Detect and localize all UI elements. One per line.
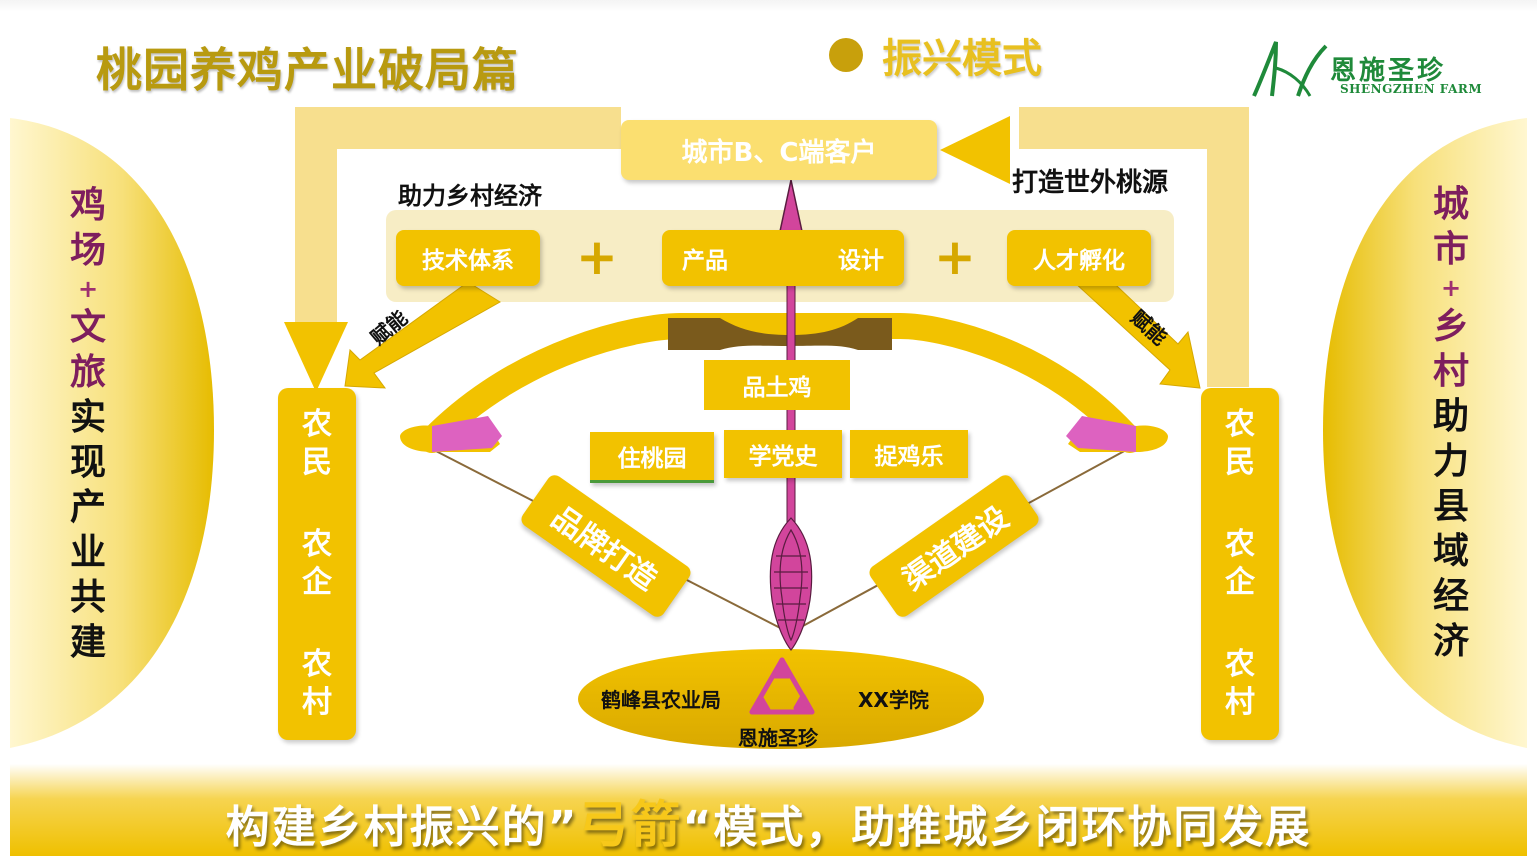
bottom-banner bbox=[10, 764, 1527, 856]
left-slogan-char: 建 bbox=[69, 622, 106, 663]
right-slogan-char: 村 bbox=[1432, 351, 1469, 392]
left-slogan-char: 业 bbox=[69, 532, 106, 573]
pillar-product: 产品 bbox=[682, 248, 728, 274]
page-title: 桃园养鸡产业破局篇 bbox=[96, 43, 519, 97]
column-char: 村 bbox=[302, 685, 332, 720]
column-char: 民 bbox=[1225, 445, 1255, 480]
left-slogan-char: 旅 bbox=[69, 352, 106, 393]
right-slogan-char: 市 bbox=[1432, 229, 1469, 270]
right-slogan-char: 乡 bbox=[1432, 306, 1469, 347]
mode-label: 振兴模式 bbox=[882, 36, 1042, 82]
top-customer-box: 城市B、C端客户 bbox=[621, 120, 937, 180]
right-slogan-char: 助 bbox=[1432, 396, 1469, 437]
column-char: 农 bbox=[302, 647, 332, 682]
left-slogan-char: 实 bbox=[69, 397, 106, 438]
left-vertical-slogan: 鸡 场 + 文 旅 实 现 产 业 共 建 bbox=[66, 183, 110, 665]
left-slogan-char: 现 bbox=[69, 442, 106, 483]
left-slogan-char: 鸡 bbox=[69, 185, 106, 226]
right-slogan-char: 县 bbox=[1432, 486, 1469, 527]
column-char: 农 bbox=[1225, 407, 1255, 442]
plus-icon: + bbox=[934, 228, 976, 286]
right-slogan-char: 域 bbox=[1432, 531, 1469, 572]
right-slogan-plus: + bbox=[1440, 274, 1462, 302]
column-char: 农 bbox=[1225, 647, 1255, 682]
paradise-label: 打造世外桃源 bbox=[1012, 168, 1169, 198]
left-slogan-char: 场 bbox=[69, 230, 106, 271]
bow-grip bbox=[668, 318, 892, 350]
bow-item-stay: 住桃园 bbox=[590, 432, 714, 483]
empower-arrow-left bbox=[344, 281, 501, 389]
base-bottom-org: 恩施圣珍 bbox=[738, 726, 818, 750]
column-char: 农 bbox=[302, 407, 332, 442]
right-slogan-char: 经 bbox=[1432, 576, 1469, 617]
right-half-ellipse bbox=[1323, 118, 1527, 748]
bow-item-study: 学党史 bbox=[724, 430, 842, 478]
column-char: 农 bbox=[1225, 527, 1255, 562]
right-slogan-char: 济 bbox=[1432, 621, 1469, 662]
loop-arrow-top-right bbox=[1019, 107, 1249, 387]
logo-mark-icon bbox=[1252, 41, 1328, 97]
boost-rural-label: 助力乡村经济 bbox=[398, 182, 542, 210]
column-char: 企 bbox=[1225, 565, 1255, 600]
bow-tip-right-pink bbox=[1066, 416, 1136, 452]
base-ellipse bbox=[578, 649, 984, 749]
logo-subtitle: SHENGZHEN FARM bbox=[1340, 82, 1483, 96]
bow-tip-left-pink bbox=[432, 416, 502, 452]
column-char: 村 bbox=[1225, 685, 1255, 720]
column-char: 民 bbox=[302, 445, 332, 480]
arrow-fletching bbox=[769, 517, 813, 651]
base-right-org: XX学院 bbox=[858, 688, 929, 712]
left-slogan-char: 共 bbox=[69, 577, 106, 618]
base-left-org: 鹤峰县农业局 bbox=[601, 688, 721, 712]
left-slogan-plus: + bbox=[77, 275, 99, 303]
right-column-farmers: 农 民 农 企 农 村 bbox=[1201, 388, 1279, 740]
left-column-farmers: 农 民 农 企 农 村 bbox=[278, 388, 356, 740]
left-slogan-char: 文 bbox=[69, 307, 106, 348]
bottom-slogan: 构建乡村振兴的”弓箭“模式，助推城乡闭环协同发展 bbox=[0, 785, 1537, 857]
bow-item-center: 品土鸡 bbox=[704, 360, 850, 410]
logo-name: 恩施圣珍 bbox=[1330, 56, 1447, 86]
pillar-product-design: 产品 设计 bbox=[662, 230, 904, 286]
pillar-design: 设计 bbox=[838, 248, 884, 274]
right-vertical-slogan: 城 市 + 乡 村 助 力 县 域 经 济 bbox=[1429, 182, 1473, 664]
bottom-slogan-highlight: 弓箭 bbox=[578, 796, 683, 854]
pillar-tech: 技术体系 bbox=[396, 230, 540, 286]
left-half-ellipse bbox=[10, 118, 214, 748]
column-char: 农 bbox=[302, 527, 332, 562]
right-slogan-char: 力 bbox=[1432, 441, 1469, 482]
bow-item-catch: 捉鸡乐 bbox=[850, 430, 968, 478]
pillar-talent: 人才孵化 bbox=[1007, 230, 1151, 286]
bottom-slogan-before: 构建乡村振兴的” bbox=[225, 802, 579, 853]
recycle-icon bbox=[749, 657, 815, 715]
loop-arrow-top-left bbox=[295, 107, 621, 340]
right-slogan-char: 城 bbox=[1432, 184, 1469, 225]
plus-icon: + bbox=[576, 228, 618, 286]
left-slogan-char: 产 bbox=[69, 487, 106, 528]
mode-bullet-icon bbox=[829, 38, 863, 72]
loop-arrowhead-left bbox=[284, 322, 348, 392]
loop-arrowhead-right bbox=[940, 116, 1010, 184]
bottom-slogan-after: “模式，助推城乡闭环协同发展 bbox=[682, 802, 1312, 853]
column-char: 企 bbox=[302, 565, 332, 600]
